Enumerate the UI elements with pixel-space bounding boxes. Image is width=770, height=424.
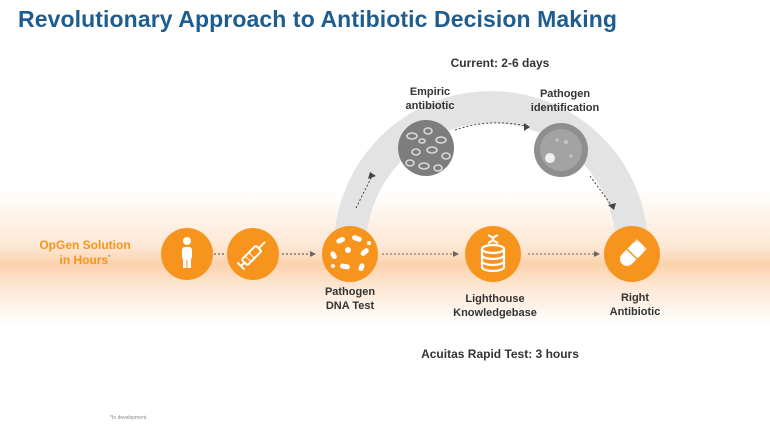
right-line1: Right — [620, 292, 650, 304]
current-workflow-arc — [334, 91, 648, 249]
syringe-icon — [227, 228, 279, 280]
empiric-antibiotic-label: Empiric antibiotic — [380, 86, 480, 114]
arc-arrow-up-head — [368, 172, 376, 179]
connector-dna-lighthouse-head — [453, 251, 459, 257]
dna-line2: DNA Test — [325, 299, 375, 312]
person-icon — [161, 228, 213, 280]
pill-icon — [604, 226, 660, 282]
pathogen-identification-label: Pathogen identification — [510, 88, 620, 116]
opgen-line1: OpGen Solution — [39, 238, 131, 252]
pathogen-id-line2: identification — [530, 101, 600, 114]
petri-dish-icon — [534, 123, 588, 177]
bacteria-cluster-icon — [398, 120, 454, 176]
database-icon — [465, 226, 521, 282]
lighthouse-line1: Lighthouse — [465, 293, 525, 305]
dna-line1: Pathogen — [324, 286, 376, 298]
connector-lighthouse-right-head — [594, 251, 600, 257]
arc-arrow-top — [454, 122, 527, 131]
arc-arrow-top-head — [524, 123, 530, 131]
page-title: Revolutionary Approach to Antibiotic Dec… — [18, 6, 617, 32]
right-line2: Antibiotic — [609, 305, 661, 318]
arc-arrow-up — [355, 175, 373, 209]
current-duration-label: Current: 2-6 days — [450, 56, 550, 70]
pathogen-id-line1: Pathogen — [539, 88, 591, 100]
lighthouse-knowledgebase-label: Lighthouse Knowledgebase — [430, 293, 560, 321]
opgen-line2: in Hours — [59, 253, 109, 267]
pathogen-dna-test-label: Pathogen DNA Test — [305, 286, 395, 314]
footnote: *In development — [110, 415, 147, 421]
connector-sample-dna-head — [310, 251, 316, 257]
lighthouse-line2: Knowledgebase — [453, 306, 537, 319]
footnote-marker: * — [108, 255, 111, 261]
arc-arrow-down-head — [608, 203, 616, 210]
opgen-solution-label: OpGen Solution in Hours* — [10, 238, 160, 268]
empiric-line2: antibiotic — [405, 99, 455, 112]
acuitas-rapid-test-label: Acuitas Rapid Test: 3 hours — [421, 347, 579, 361]
empiric-line1: Empiric — [409, 86, 451, 98]
dna-molecules-icon — [322, 226, 378, 282]
right-antibiotic-label: Right Antibiotic — [590, 292, 680, 320]
